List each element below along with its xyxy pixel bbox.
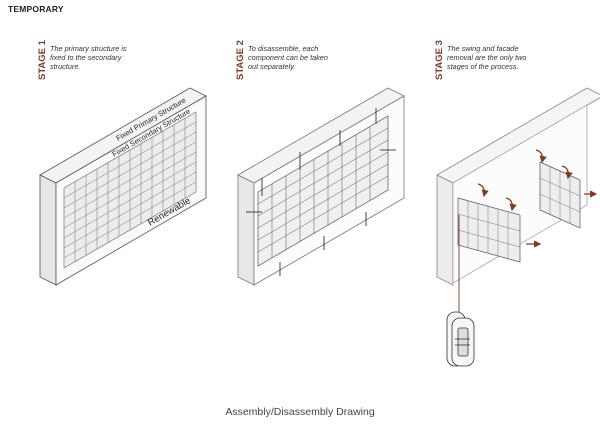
stage-3-swing-panel-left xyxy=(457,197,521,263)
stage-2-drawing xyxy=(237,87,405,286)
stage-1-frame-side xyxy=(39,174,57,286)
swing-arrow-1 xyxy=(477,183,489,198)
stage-3-drawing xyxy=(436,87,600,367)
stage-1-description: The primary structure is fixed to the se… xyxy=(50,44,127,71)
stage-2-description: To disassemble, each component can be ta… xyxy=(248,44,328,71)
swing-arrow-4 xyxy=(561,165,573,180)
swing-arrow-3 xyxy=(535,149,547,164)
drawing-caption: Assembly/Disassembly Drawing xyxy=(225,406,375,418)
stage-3-description: The swing and facade removal are the onl… xyxy=(447,44,527,71)
stage-1-drawing: Fixed Primary Structure Fixed Secondary … xyxy=(39,87,207,286)
stage-3-arrows xyxy=(477,149,598,248)
stage-2-components xyxy=(246,108,396,276)
stage-2-frame-side xyxy=(237,174,255,286)
page-header: TEMPORARY xyxy=(8,4,64,14)
stage-2-panel-grid xyxy=(257,127,389,258)
hinge-icon xyxy=(446,311,475,367)
swing-arrow-2 xyxy=(505,197,517,212)
stage-3-frame-side xyxy=(436,174,454,286)
stage-1-panel-grid xyxy=(63,118,197,262)
stage-2-panel xyxy=(257,115,389,267)
stage-3-panel-grid xyxy=(457,166,581,259)
